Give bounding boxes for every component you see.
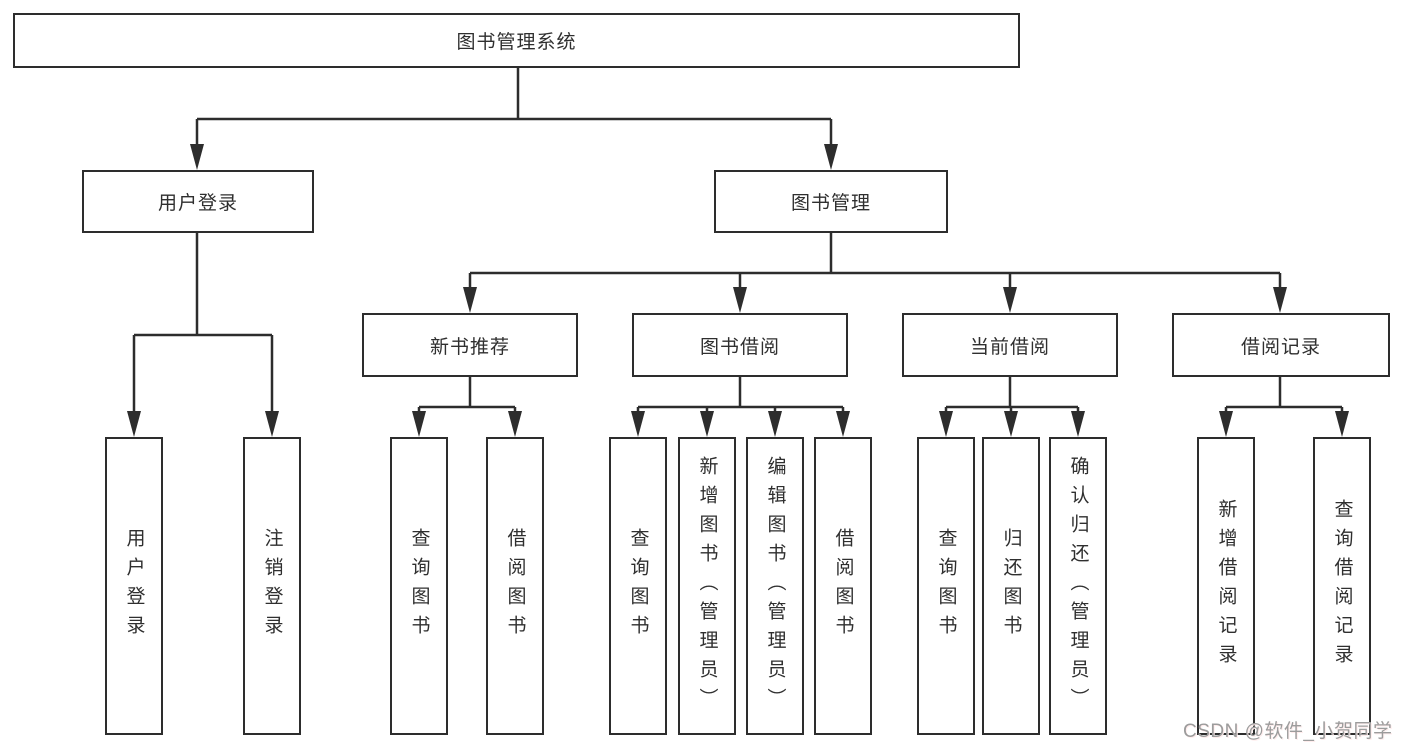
node-current-borrow: 当前借阅 [902, 313, 1118, 377]
edge-book-borrow-to-leaves [631, 377, 850, 437]
node-root-library-system: 图书管理系统 [13, 13, 1020, 68]
leaf-logout: 注销登录 [243, 437, 301, 735]
node-new-book-recommend: 新书推荐 [362, 313, 578, 377]
node-book-borrow: 图书借阅 [632, 313, 848, 377]
edge-borrow-records-to-leaves [1219, 377, 1349, 437]
leaf-add-borrow-record: 新增借阅记录 [1197, 437, 1255, 735]
leaf-add-books-admin: 新增图书（管理员） [678, 437, 736, 735]
leaf-confirm-return-admin: 确认归还（管理员） [1049, 437, 1107, 735]
csdn-watermark: CSDN @软件_小贺同学 [1183, 721, 1393, 742]
edge-current-borrow-to-leaves [939, 377, 1085, 437]
edge-new-book-recommend-to-leaves [412, 377, 522, 437]
leaf-return-books: 归还图书 [982, 437, 1040, 735]
leaf-query-borrow-record: 查询借阅记录 [1313, 437, 1371, 735]
leaf-query-books: 查询图书 [609, 437, 667, 735]
leaf-query-books: 查询图书 [917, 437, 975, 735]
leaf-query-books: 查询图书 [390, 437, 448, 735]
leaf-borrow-books: 借阅图书 [814, 437, 872, 735]
node-user-login: 用户登录 [82, 170, 314, 233]
leaf-borrow-books: 借阅图书 [486, 437, 544, 735]
leaf-edit-books-admin: 编辑图书（管理员） [746, 437, 804, 735]
edge-user-login-to-leaves [127, 233, 279, 437]
node-book-management: 图书管理 [714, 170, 948, 233]
edge-book-management-to-level3 [463, 233, 1287, 313]
node-borrow-records: 借阅记录 [1172, 313, 1390, 377]
edge-root-to-level2 [190, 68, 838, 170]
leaf-user-login: 用户登录 [105, 437, 163, 735]
